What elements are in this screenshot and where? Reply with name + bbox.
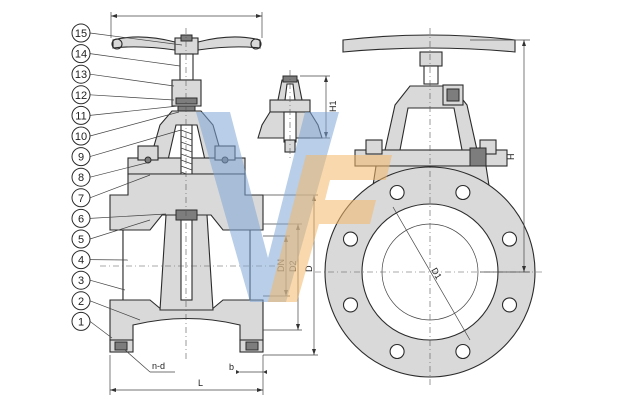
callout-balloon — [71, 85, 91, 105]
bolt-hole — [455, 184, 471, 201]
dim-d-label: D — [304, 265, 314, 272]
callout-balloon — [71, 270, 91, 290]
callout-balloon — [71, 250, 91, 270]
dim-h-label: H — [506, 154, 516, 161]
callout-number: 12 — [75, 90, 87, 102]
callout-leader — [89, 53, 181, 67]
callout-leader — [89, 219, 151, 240]
bolt-holes — [342, 184, 518, 360]
callout-balloon — [71, 311, 91, 331]
callout-number: 1 — [78, 316, 84, 328]
bolt-hole — [455, 343, 471, 360]
callout-balloon — [71, 291, 91, 311]
dim-nd-label: n-d — [152, 361, 165, 371]
callout-leader — [89, 32, 183, 46]
bolt-hole — [342, 231, 359, 247]
dim-h1-label: H1 — [328, 100, 338, 112]
callout-balloon — [71, 126, 91, 146]
callout-leader — [89, 174, 151, 199]
callout-number: 8 — [78, 172, 84, 184]
callout-number: 6 — [78, 213, 84, 225]
callout-number: 3 — [78, 275, 84, 287]
bolt-hole — [342, 297, 359, 313]
callout-balloon — [71, 147, 91, 167]
handwheel-icon — [111, 34, 262, 55]
callout-leader — [89, 73, 175, 87]
callout-balloon — [71, 105, 91, 125]
bolt-hole — [389, 343, 405, 360]
callout-balloon — [71, 208, 91, 228]
callout-number: 5 — [78, 234, 84, 246]
callout-balloon — [71, 167, 91, 187]
callout-leader — [89, 213, 167, 219]
callout-balloon — [71, 188, 91, 208]
dim-l-label: L — [198, 378, 203, 388]
callout-number: 15 — [75, 28, 87, 40]
callout-leader — [89, 279, 126, 291]
callout-list: 15 14 13 12 11 10 9 8 7 6 5 4 3 2 1 — [71, 23, 183, 339]
callout-balloon — [71, 23, 91, 43]
front-view: D1 H — [315, 28, 545, 385]
callout-leader — [89, 111, 180, 137]
bolt-hole — [389, 184, 405, 201]
callout-number: 4 — [78, 255, 84, 267]
callout-balloon — [71, 229, 91, 249]
callout-leader — [89, 321, 113, 339]
callout-leader — [89, 94, 175, 101]
callout-number: 11 — [75, 110, 86, 122]
callout-number: 7 — [78, 193, 84, 205]
callout-leader — [89, 300, 141, 321]
dim-b-label: b — [229, 362, 234, 372]
callout-balloon — [71, 44, 91, 64]
callout-number: 13 — [75, 69, 87, 81]
callout-leader — [89, 105, 179, 116]
callout-number: 9 — [78, 152, 84, 164]
section-view: DN D2 D L b n-d — [100, 12, 318, 395]
bolt-hole — [501, 297, 518, 313]
bolt-hole — [501, 231, 518, 247]
watermark-logo-icon — [196, 112, 392, 302]
callout-number: 14 — [75, 49, 87, 61]
callout-number: 10 — [75, 131, 87, 143]
callout-number: 2 — [78, 296, 84, 308]
callout-leader — [89, 129, 182, 157]
dim-d1-label: D1 — [429, 266, 443, 281]
callout-balloon — [71, 64, 91, 84]
callout-leader — [89, 161, 151, 178]
